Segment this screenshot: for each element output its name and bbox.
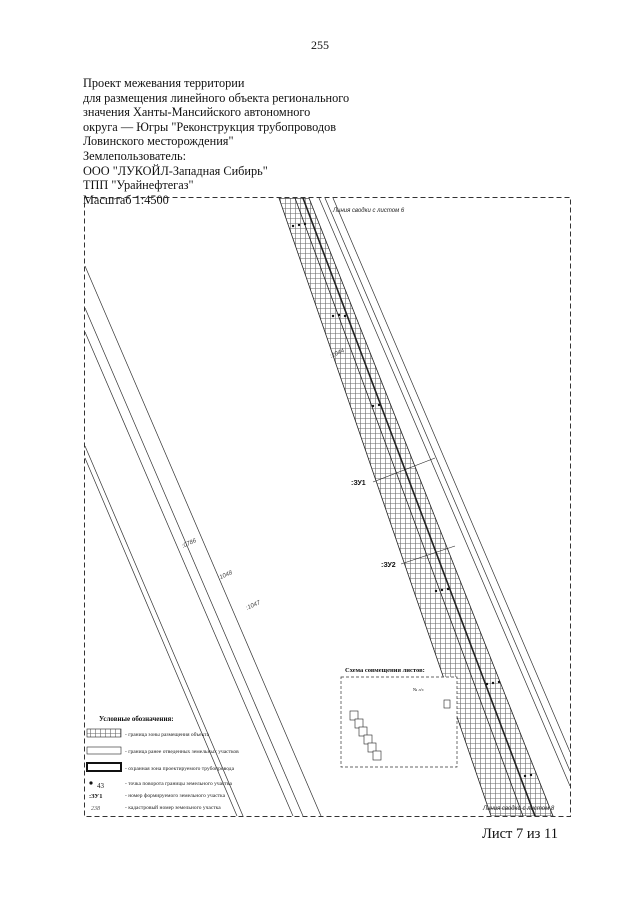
legend-item-label: - граница зоны размещения объекта — [125, 731, 210, 738]
legend-item-label: - кадастровый номер земельного участка — [125, 804, 221, 811]
map-frame-border — [84, 197, 571, 817]
sheet-number: Лист 7 из 11 — [482, 826, 558, 842]
header-line: Ловинского месторождения" — [83, 134, 234, 149]
header-line: ООО "ЛУКОЙЛ-Западная Сибирь" — [83, 163, 268, 178]
legend-point-sample: 43 — [97, 782, 105, 790]
page-number: 255 — [311, 38, 329, 52]
legend-outline-swatch — [86, 746, 122, 755]
legend-point-icon — [89, 781, 93, 785]
legend-hatch-swatch — [86, 728, 122, 738]
legend: Условные обозначения: - граница зоны раз… — [86, 715, 239, 812]
pipeline-lines — [294, 198, 536, 816]
cadastral-label: :0786 — [181, 538, 198, 550]
legend-cadastral-sample: 238 — [91, 806, 100, 812]
sheet-schema: Схема совмещения листов: № л/с — [340, 667, 458, 768]
legend-item-label: - граница ранее отведенных земельных уча… — [125, 749, 239, 755]
header-line: Масштаб 1:4500 — [83, 192, 169, 207]
cadastral-label: :1047 — [245, 600, 262, 612]
top-join-line-label: Линия сводки с листом 6 — [332, 208, 405, 214]
legend-parcel-sample: :ЗУ1 — [89, 793, 102, 800]
left-parcel-lines — [85, 265, 322, 816]
schema-title: Схема совмещения листов: — [345, 667, 425, 674]
header-line: значения Ханты-Мансийского автономного — [83, 105, 311, 120]
cadastral-label: :1048 — [217, 570, 234, 582]
header-line: для размещения линейного объекта региона… — [83, 90, 350, 105]
header-line: округа — Югры "Реконструкция трубопровод… — [83, 119, 337, 134]
legend-title: Условные обозначения: — [99, 715, 174, 723]
turning-points — [291, 222, 533, 778]
parcel-label-zu1: :ЗУ1 — [351, 480, 366, 487]
header-line: Землепользователь: — [83, 148, 187, 163]
header-line: ТПП "Урайнефтегаз" — [83, 178, 194, 193]
right-parcel-lines — [318, 198, 570, 787]
legend-item-label: - номер формируемого земельного участка — [125, 792, 226, 799]
object-zone-corridor — [278, 198, 554, 816]
parcel-label-zu2: :ЗУ2 — [381, 562, 396, 569]
document-header: Проект межевания территории для размещен… — [83, 76, 349, 207]
legend-thick-swatch — [86, 762, 122, 772]
schema-sheet-tag: № л/с — [413, 687, 424, 692]
bottom-join-line-label: Линия сводки с листом 8 — [482, 806, 555, 812]
map-sheet: :0786 :1048 :1047 :1044 :ЗУ1 :ЗУ2 Линия … — [83, 196, 572, 818]
header-line: Проект межевания территории — [83, 76, 245, 90]
legend-item-label: - охранная зона проектируемого трубопров… — [125, 765, 235, 772]
legend-item-label: - точка поворота границы земельного учас… — [125, 781, 232, 787]
